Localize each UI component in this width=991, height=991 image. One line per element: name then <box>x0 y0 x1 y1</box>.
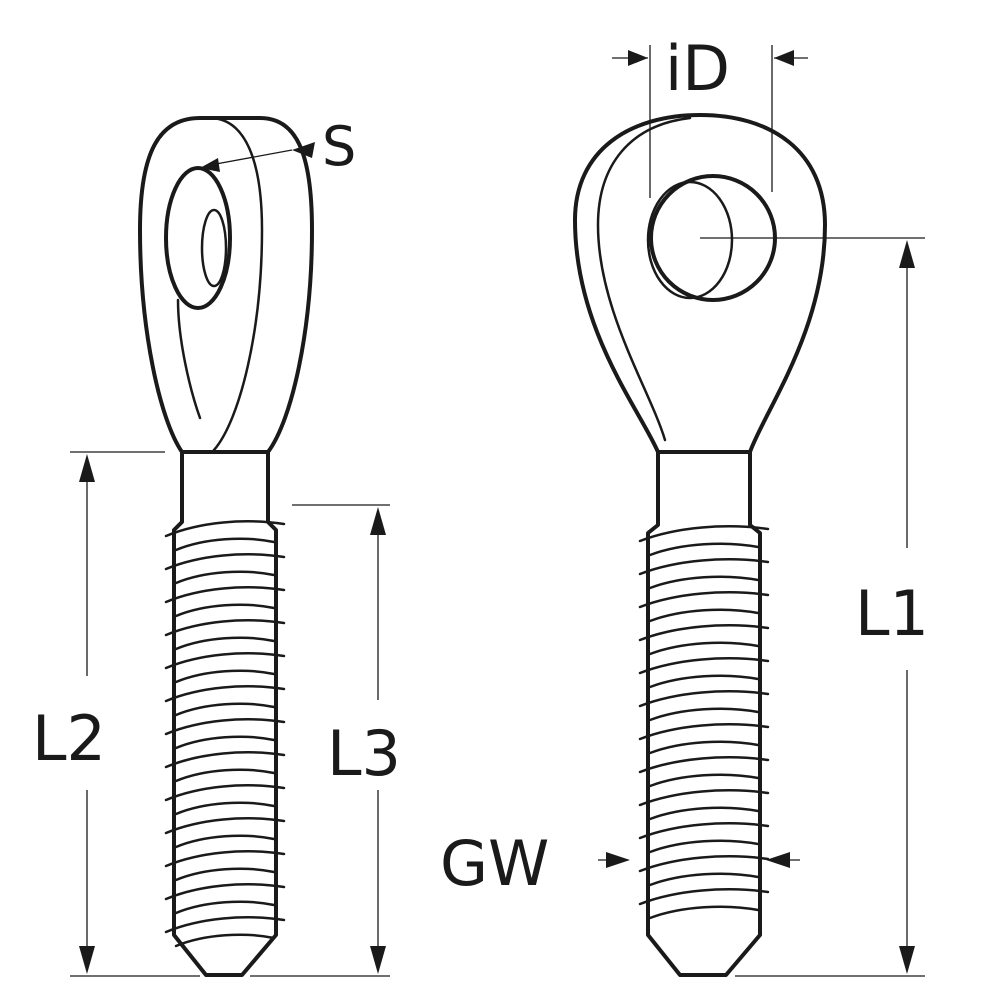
left-thread-root <box>174 735 276 750</box>
right-thread-root <box>648 608 760 623</box>
left-thread-ridge <box>164 751 286 769</box>
left-thread-ridge <box>164 586 286 604</box>
right-thread-root <box>648 872 760 887</box>
left-thread-root <box>174 933 276 948</box>
right-thread-ridge <box>638 855 770 873</box>
left-thread-root <box>174 867 276 882</box>
right-thread-ridge <box>638 690 770 708</box>
left-thread-root <box>174 603 276 618</box>
label-id: iD <box>665 32 730 105</box>
right-thread-root <box>648 674 760 689</box>
right-thread-ridge <box>638 624 770 642</box>
label-l1: L1 <box>855 577 929 650</box>
left-thread-ridge <box>164 817 286 835</box>
label-l3: L3 <box>327 717 401 790</box>
right-thread-body <box>638 438 770 977</box>
right-thread-root <box>648 773 760 788</box>
right-thread-root <box>648 641 760 656</box>
left-eye-head <box>138 116 314 454</box>
right-eye-screw <box>573 113 827 977</box>
left-thread-ridge <box>164 685 286 703</box>
left-thread-ridge <box>164 916 286 934</box>
left-thread-root <box>174 702 276 717</box>
label-s: S <box>322 115 356 178</box>
right-thread-root <box>648 905 760 920</box>
right-thread-root <box>648 542 760 557</box>
right-thread-ridge <box>638 756 770 774</box>
right-thread-root <box>648 575 760 590</box>
left-thread-body <box>164 446 286 977</box>
right-thread-ridge <box>638 591 770 609</box>
right-thread-root <box>648 806 760 821</box>
right-thread-ridge <box>638 822 770 840</box>
right-thread-root <box>648 707 760 722</box>
left-thread-root <box>174 834 276 849</box>
left-thread-ridge <box>164 850 286 868</box>
right-thread-ridge <box>638 888 770 906</box>
left-thread-root <box>174 636 276 651</box>
dimension-l3: L3 <box>250 504 401 977</box>
left-thread-root <box>174 900 276 915</box>
right-eye-head <box>573 113 827 454</box>
left-thread-root <box>174 570 276 585</box>
left-thread-ridge <box>164 883 286 901</box>
left-thread-ridge <box>164 784 286 802</box>
dimension-l2: L2 <box>32 451 200 977</box>
dimension-l1: L1 <box>700 237 929 977</box>
left-thread-ridge <box>164 553 286 571</box>
dimension-s: S <box>200 115 356 178</box>
left-thread-ridge <box>164 520 286 538</box>
left-thread-root <box>174 801 276 816</box>
label-gw: GW <box>440 827 549 900</box>
right-thread-ridge <box>638 558 770 576</box>
left-thread-ridge <box>164 718 286 736</box>
right-thread-ridge <box>638 723 770 741</box>
label-l2: L2 <box>32 702 106 775</box>
right-thread-ridge <box>638 657 770 675</box>
left-eye-screw <box>138 116 314 977</box>
right-thread-ridge <box>638 525 770 543</box>
right-thread-root <box>648 839 760 854</box>
right-thread-root <box>648 740 760 755</box>
left-thread-root <box>174 669 276 684</box>
right-thread-ridge <box>638 789 770 807</box>
left-thread-ridge <box>164 652 286 670</box>
dimension-gw: GW <box>440 827 800 900</box>
left-thread-ridge <box>164 619 286 637</box>
left-thread-root <box>174 768 276 783</box>
left-thread-root <box>174 537 276 552</box>
dimension-id: iD <box>612 32 808 198</box>
